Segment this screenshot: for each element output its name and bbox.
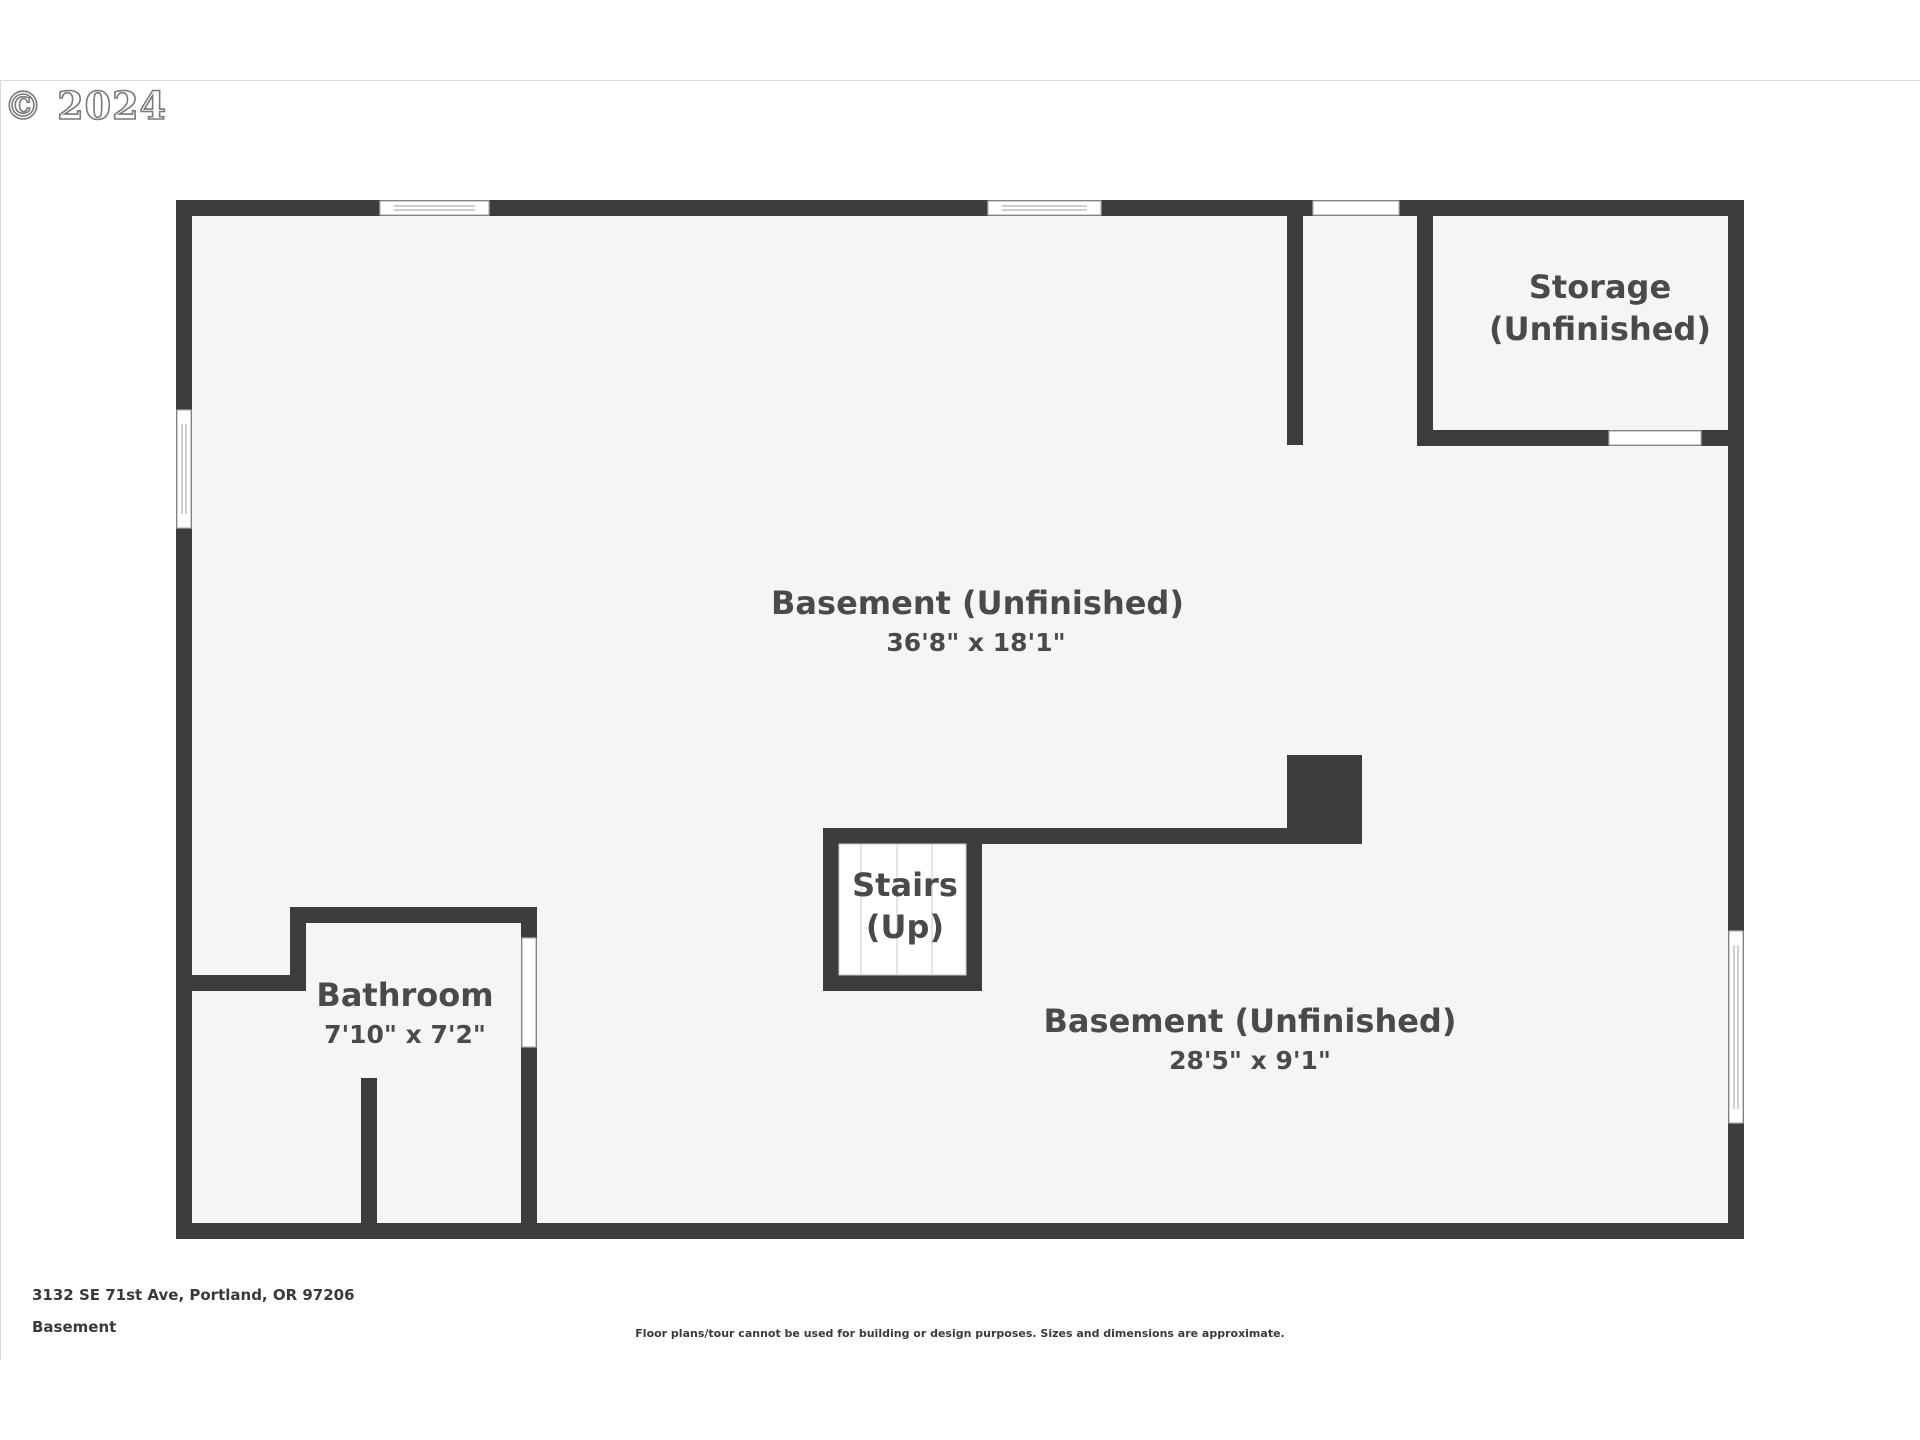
room-name-stairs-sub: (Up) <box>865 908 945 946</box>
wall-stairs-top <box>823 828 1362 844</box>
room-name-bathroom: Bathroom <box>316 976 494 1014</box>
window-top-1 <box>379 200 490 216</box>
room-name-storage: Storage <box>1528 268 1672 306</box>
top-divider <box>0 80 1920 81</box>
wall-bath-stub <box>361 1078 377 1239</box>
room-name-basement-main: Basement (Unfinished) <box>771 584 1184 622</box>
wall-bath-ledge <box>176 975 306 991</box>
wall-stairs-bottom <box>823 975 982 991</box>
opening-top <box>1312 200 1400 216</box>
window-right <box>1728 930 1744 1124</box>
windows <box>176 200 1744 1124</box>
wall-stairs-right <box>966 828 982 990</box>
wall-bottom <box>176 1223 1744 1239</box>
left-divider <box>0 80 1 1360</box>
stair-area <box>838 843 967 976</box>
wall-left <box>176 200 192 1239</box>
window-top-2 <box>987 200 1102 216</box>
wall-storage-left <box>1417 200 1433 445</box>
floor-label: Basement <box>32 1318 117 1336</box>
room-dims-bathroom: 7'10" x 7'2" <box>324 1020 486 1049</box>
wall-stairs-left <box>823 828 839 990</box>
opening-bath <box>521 937 537 1048</box>
opening-storage <box>1608 430 1702 446</box>
floor-area <box>184 208 1736 1225</box>
room-name-stairs: Stairs <box>852 866 958 904</box>
window-left <box>176 409 192 529</box>
disclaimer: Floor plans/tour cannot be used for buil… <box>635 1327 1285 1340</box>
stair-treads <box>838 843 967 976</box>
room-dims-basement-lower: 28'5" x 9'1" <box>1169 1046 1331 1075</box>
chimney-hatch <box>1301 769 1348 828</box>
room-name-storage-sub: (Unfinished) <box>1489 310 1711 348</box>
room-dims-basement-main: 36'8" x 18'1" <box>886 628 1066 657</box>
property-address: 3132 SE 71st Ave, Portland, OR 97206 <box>32 1286 355 1304</box>
wall-bath-left-upper <box>290 907 306 991</box>
copyright-watermark: © 2024 <box>3 82 167 129</box>
wall-bath-top <box>290 907 537 923</box>
room-name-basement-lower: Basement (Unfinished) <box>1043 1002 1457 1040</box>
wall-partial-upper <box>1287 200 1303 445</box>
